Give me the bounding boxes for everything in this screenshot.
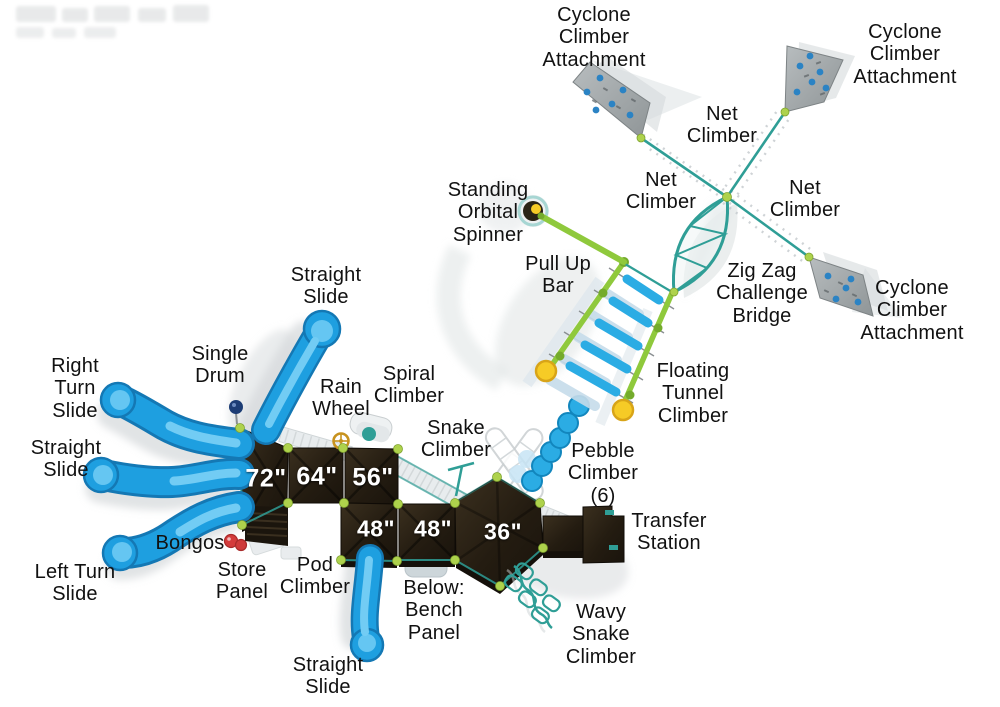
label-bench-panel: Below: Bench Panel xyxy=(403,577,465,644)
label-pull-up-bar: Pull Up Bar xyxy=(525,253,591,298)
transfer-station-shape xyxy=(542,505,625,564)
right-turn-slide-shape xyxy=(99,381,255,460)
label-straight-slide-top: Straight Slide xyxy=(290,264,362,309)
label-cyclone-attachment-top-right: Cyclone Climber Attachment xyxy=(853,21,957,88)
label-straight-slide-bottom: Straight Slide xyxy=(292,654,364,699)
floating-tunnel-climber-shape xyxy=(522,257,675,426)
watermark-smudge xyxy=(16,5,209,38)
deck-label-72: 72" xyxy=(245,464,287,493)
deck-label-64: 64" xyxy=(296,462,338,491)
deck-label-56: 56" xyxy=(352,463,394,492)
label-wavy-snake-climber: Wavy Snake Climber xyxy=(565,601,637,668)
deck-posts xyxy=(235,423,548,591)
label-snake-climber: Snake Climber xyxy=(420,417,492,462)
pebble-climber-shape xyxy=(509,395,590,492)
label-store-panel: Store Panel xyxy=(215,559,269,604)
label-spiral-climber: Spiral Climber xyxy=(373,363,445,408)
label-rain-wheel: Rain Wheel xyxy=(312,376,370,421)
cyclone-climbers-shape xyxy=(572,42,902,318)
label-pod-climber: Pod Climber xyxy=(279,554,351,599)
label-straight-slide-left: Straight Slide xyxy=(30,437,102,482)
deck-label-48a: 48" xyxy=(357,515,395,542)
straight-slide-bottom-shape xyxy=(349,544,385,663)
bongos-shape xyxy=(223,533,248,552)
label-net-climber-right: Net Climber xyxy=(769,177,841,222)
net-climbers-shape xyxy=(637,107,814,264)
deck-label-48b: 48" xyxy=(414,515,452,542)
label-net-climber-left: Net Climber xyxy=(625,169,697,214)
straight-slide-top-shape xyxy=(251,309,342,445)
label-right-turn-slide: Right Turn Slide xyxy=(51,355,99,422)
label-pebble-climber: Pebble Climber (6) xyxy=(567,440,639,507)
label-net-climber-top: Net Climber xyxy=(686,103,758,148)
label-floating-tunnel-climber: Floating Tunnel Climber xyxy=(656,360,730,427)
label-single-drum: Single Drum xyxy=(191,343,249,388)
slides xyxy=(82,309,385,663)
label-bongos: Bongos xyxy=(155,532,225,554)
label-standing-orbital-spinner: Standing Orbital Spinner xyxy=(447,179,529,246)
label-transfer-station: Transfer Station xyxy=(631,510,707,555)
cyclone-climber-top-right xyxy=(780,42,855,117)
cyclone-climber-bottom-right xyxy=(804,252,902,318)
label-cyclone-attachment-bottom-right: Cyclone Climber Attachment xyxy=(860,277,964,344)
single-drum-shape xyxy=(229,400,243,425)
label-zig-zag-challenge-bridge: Zig Zag Challenge Bridge xyxy=(716,260,808,327)
left-turn-slide-shape xyxy=(101,491,255,572)
label-left-turn-slide: Left Turn Slide xyxy=(34,561,116,606)
straight-slide-left-shape xyxy=(82,456,255,499)
label-cyclone-attachment-top-left: Cyclone Climber Attachment xyxy=(542,4,646,71)
wavy-snake-climber-shape xyxy=(503,562,561,634)
cyclone-climber-top-left xyxy=(572,56,702,143)
spiral-climber-shape xyxy=(349,411,393,443)
pull-up-bar-shape xyxy=(537,212,673,293)
deck-label-36: 36" xyxy=(484,518,522,545)
